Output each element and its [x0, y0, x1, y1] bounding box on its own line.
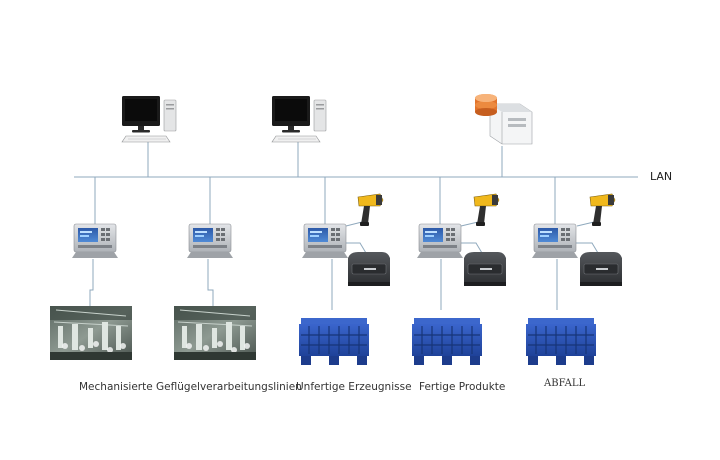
database-server-icon: [475, 94, 533, 145]
label-finished: Fertige Produkte: [419, 381, 506, 393]
crate-unfinished: [298, 317, 370, 366]
barcode-scanner-1: [357, 193, 384, 227]
workstation-pc-1: [121, 95, 177, 143]
connector-printer-1: [342, 242, 367, 254]
crate-finished: [411, 317, 483, 366]
processing-line-photo-1: [49, 305, 133, 361]
workstation-pc-2: [271, 95, 327, 143]
connector-scanner-1: [345, 221, 363, 227]
connector-photo-2: [207, 259, 214, 306]
crate-waste: [525, 317, 597, 366]
weighing-terminal-2: [186, 223, 234, 259]
label-printer-1: [347, 251, 391, 287]
label-waste: ABFALL: [544, 378, 586, 389]
processing-line-photo-2: [173, 305, 257, 361]
weighing-terminal-4: [416, 223, 464, 259]
label-unfinished: Unfertige Erzeugnisse: [296, 381, 412, 393]
connector-printer-3: [575, 242, 599, 254]
connector-printer-2: [458, 242, 483, 254]
lan-label: LAN: [650, 170, 673, 183]
connector-scanner-3: [576, 221, 595, 227]
label-processing-lines: Mechanisierte Geflügelverarbeitungslinie…: [79, 381, 302, 393]
connector-scanner-2: [460, 221, 479, 227]
label-printer-2: [463, 251, 507, 287]
weighing-terminal-5: [531, 223, 579, 259]
barcode-scanner-2: [473, 193, 500, 227]
weighing-terminal-3: [301, 223, 349, 259]
barcode-scanner-3: [589, 193, 616, 227]
weighing-terminal-1: [71, 223, 119, 259]
connector-photo-1: [89, 259, 94, 306]
label-printer-3: [579, 251, 623, 287]
